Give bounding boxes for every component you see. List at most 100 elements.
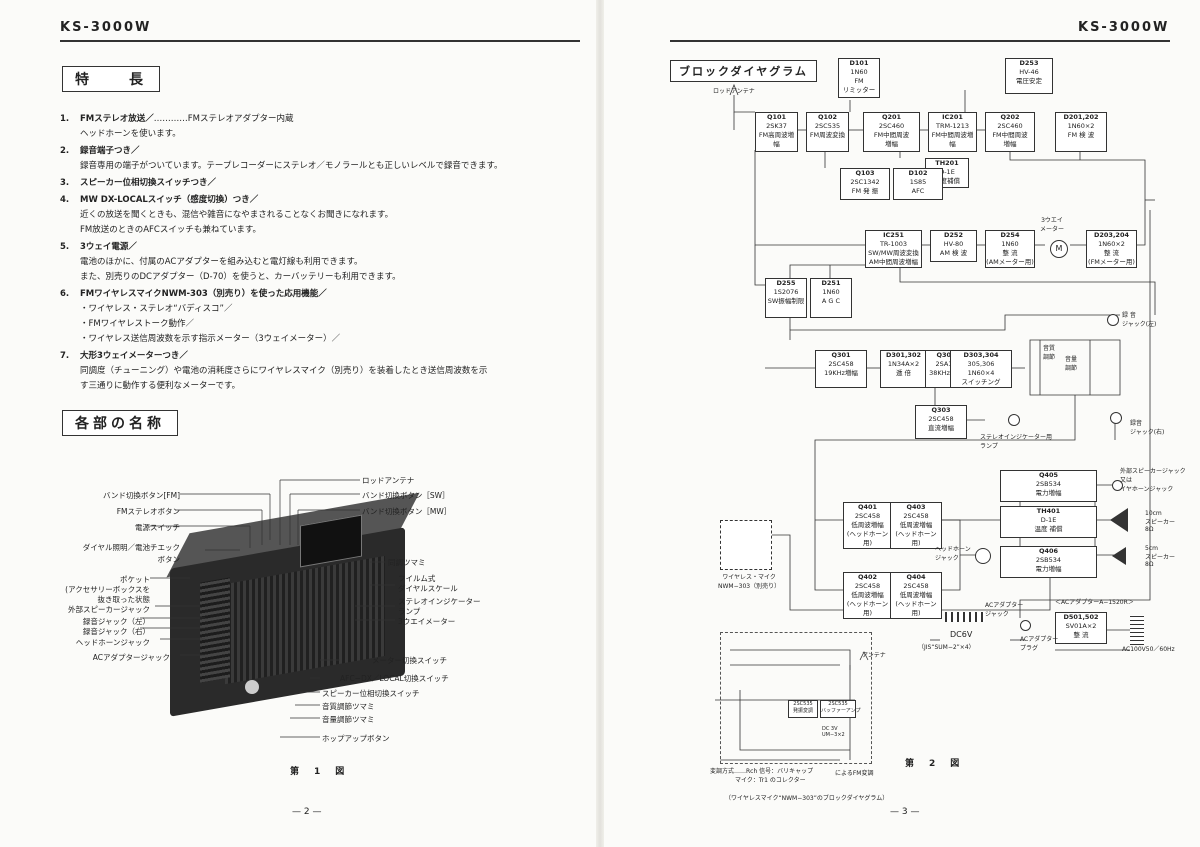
block-line: SV01A×2 [1065, 622, 1097, 630]
block-line: TH201 [935, 159, 959, 167]
rec-jack-l-label: 録 音 ジャック(左) [1122, 312, 1157, 328]
rec-jack-r-symbol [1110, 412, 1122, 424]
block-line: 温度補償 [934, 177, 960, 185]
left-page: KS-3000W 特 長 1.FMステレオ放送／…………FMステレオアダプター内… [60, 20, 580, 817]
block-line: FM 検 波 [1067, 131, 1095, 139]
part-label: ランプ [398, 607, 421, 616]
block-line: (ヘッドホーン用) [895, 530, 937, 547]
model-header-right: KS-3000W [1078, 20, 1170, 35]
block-line: FM高周波増幅 [758, 131, 795, 148]
stereo-lamp-label: ステレオインジケーター用 ランプ [980, 434, 1053, 450]
block-line: Q302 [936, 351, 956, 359]
feature-number: 1. [60, 114, 70, 124]
antenna-label: ロッドアンテナ [713, 88, 755, 95]
block-line: A G C [821, 297, 841, 305]
part-label: ダイヤル照明／電池チエック [82, 543, 180, 552]
block-line: IC201 [942, 113, 963, 121]
block-line: FM 発 振 [851, 187, 879, 195]
block-line: Q303 [931, 406, 951, 414]
block-line: 電力増幅 [1035, 565, 1062, 573]
block-line: AM 検 波 [939, 249, 968, 257]
block-line: Q404 [906, 573, 926, 581]
part-label: 3ウエイメーター [398, 617, 456, 626]
block-line: 整 流 [1103, 249, 1120, 257]
feature-line: 録音専用の端子がついています。テープレコーダーにステレオ／モノラールとも正しいレ… [80, 161, 503, 171]
block-line: TRM-1213 [936, 122, 969, 130]
part-label: 録音ジャック（左） [82, 617, 150, 626]
feature-line: ・FMワイヤレストーク動作／ [80, 319, 194, 329]
feature-title: スピーカー位相切換スイッチつき／ [80, 178, 217, 188]
part-label: バンド切換ボタン［MW］ [362, 507, 452, 516]
feature-number: 6. [60, 289, 70, 299]
feature-item: 7.大形3ウェイメーターつき／同調度（チューニング）や電池の消耗度さらにワイヤレ… [60, 349, 560, 394]
part-label: バンド切換ボタン[FM] [102, 491, 180, 500]
ext-speaker-jack-symbol [1112, 480, 1123, 491]
ac-jack-label: ACアダプター ジャック [985, 602, 1024, 618]
block-line: 2SA12 [935, 360, 957, 368]
block-line: 低周波増幅 [899, 591, 933, 599]
part-label: ポケット [120, 575, 150, 584]
speaker-10cm-icon [1110, 508, 1128, 532]
part-label: AFC−DX／LOCAL切換スイッチ [340, 674, 449, 683]
block-line: D251 [821, 279, 841, 287]
block-line: 2SC458 [903, 512, 929, 520]
meter-label: 3ウエイ メーター [1040, 217, 1065, 233]
feature-title: 3ウェイ電源／ [80, 242, 137, 252]
block-line: AM中間周波増幅 [868, 258, 919, 266]
figure-2-caption: 第 2 図 [905, 759, 963, 769]
block-line: D102 [908, 169, 928, 177]
part-label: バンド切換ボタン［SW］ [362, 491, 450, 500]
feature-title: 録音端子つき／ [80, 146, 140, 156]
header-rule [60, 40, 580, 42]
battery-symbol [945, 612, 985, 622]
dc6v-label: DC6V [950, 630, 973, 639]
wireless-mic-schematic [720, 632, 872, 764]
block-line: Q403 [906, 503, 926, 511]
part-label: ダイヤルスケール [398, 584, 458, 593]
part-label: ステレオインジケーター [398, 597, 481, 606]
block-line: 増幅 [1003, 140, 1017, 148]
part-label: ヘッドホーンジャック [75, 638, 150, 647]
feature-line: ・ワイヤレス送信周波数を示す指示メーター（3ウェイメーター）／ [80, 334, 341, 344]
feature-item: 6.FMワイヤレスマイクNWM-303（別売り）を使った応用機能／・ワイヤレス・… [60, 287, 560, 347]
ac-plug-symbol [1020, 620, 1031, 631]
rec-jack-r-label: 録音 ジャック(右) [1130, 420, 1165, 436]
feature-title: 大形3ウェイメーターつき／ [80, 351, 188, 361]
block-line: 電力増幅 [1035, 489, 1062, 497]
part-label: 音量調節ツマミ [322, 715, 375, 724]
feature-number: 3. [60, 178, 70, 188]
block-line: HV-46 [1019, 68, 1039, 76]
feature-number: 2. [60, 146, 70, 156]
block-line: SW振幅制限 [767, 297, 805, 305]
block-line: 2SC535 [814, 122, 841, 130]
wireless-mic-box [720, 520, 772, 570]
part-label: 電源スイッチ [135, 523, 180, 532]
block-line: 2SB534 [1035, 480, 1062, 488]
block-line: Q201 [881, 113, 902, 121]
block-line: 2SC458 [828, 360, 854, 368]
block-line: 2SC1342 [850, 178, 880, 186]
block-line: Q202 [1000, 113, 1020, 121]
block-line: D-1E [1040, 516, 1057, 524]
mini-buffer-block: 2SC535 バッファーアンプ [820, 700, 860, 718]
block-line: Q405 [1038, 471, 1059, 479]
block-line: 2SC460 [878, 122, 905, 130]
feature-item: 3. スピーカー位相切換スイッチつき／ [60, 176, 560, 191]
wireless-note-2: マイク：Tr1 のコレクター [735, 777, 806, 784]
feature-title-rest: …………FMステレオアダプター内蔵 [153, 114, 294, 124]
